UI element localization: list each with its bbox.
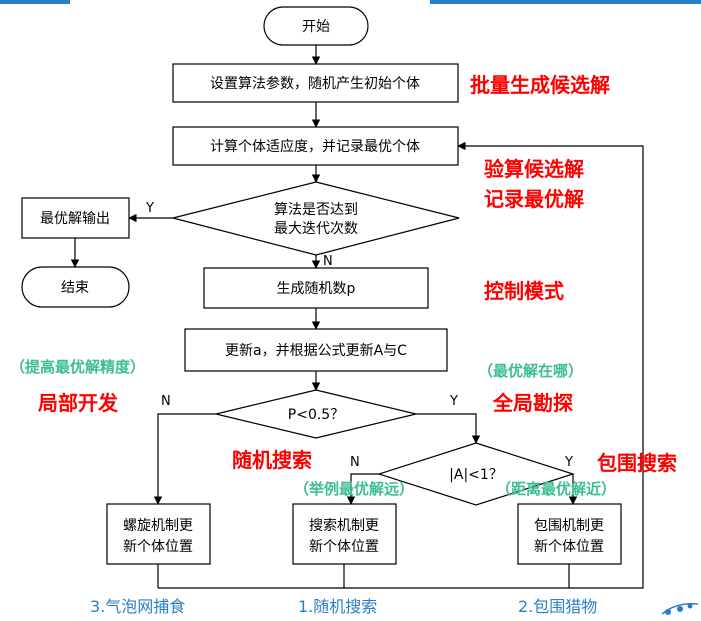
annotation-far-best: （举例最优解远） [294, 480, 414, 498]
encircle-node [517, 503, 622, 565]
max-iter-decision [172, 181, 460, 256]
annotation-encircle-search: 包围搜索 [597, 451, 677, 475]
p-check-label: P<0.5？ [288, 407, 344, 423]
label-p-yes: Y [449, 394, 458, 409]
edge-a-no-search [346, 473, 379, 505]
output-label: 最优解输出 [40, 211, 110, 227]
caption-encircle: 2.包围猎物 [518, 597, 597, 616]
a-check-label: |A|<1？ [449, 467, 503, 483]
annotation-verify: 验算候选解 [484, 157, 584, 181]
update-node [184, 328, 448, 372]
label-a-yes: Y [564, 455, 573, 470]
max-iter-label-2: 最大迭代次数 [274, 221, 358, 237]
annotation-control: 控制模式 [484, 279, 564, 303]
annotation-local: 局部开发 [37, 391, 119, 415]
a-check-decision [377, 442, 575, 506]
spiral-label-1: 螺旋机制更 [123, 518, 193, 534]
annotation-record: 记录最优解 [484, 187, 584, 211]
label-yes-output: Y [145, 201, 154, 216]
header-bar-left [0, 0, 70, 4]
annotation-global: 全局勘探 [492, 391, 573, 415]
annotation-batch: 批量生成候选解 [470, 73, 610, 97]
annotation-random-search: 随机搜索 [232, 448, 312, 472]
search-node [292, 503, 397, 565]
max-iter-label-1: 算法是否达到 [274, 202, 358, 218]
search-label-2: 新个体位置 [309, 539, 379, 555]
edge-loop-back [158, 141, 644, 589]
p-check-decision [215, 389, 417, 439]
annotation-near-best: （距离最优解近） [496, 480, 616, 498]
output-node [21, 197, 130, 239]
annotation-precision: （提高最优解精度） [10, 358, 145, 376]
edge-p-no-spiral [153, 413, 216, 505]
update-label: 更新a，并根据公式更新A与C [225, 343, 407, 359]
edge-p-yes-acheck [416, 413, 481, 444]
annotation-where-best: （最优解在哪） [478, 362, 583, 380]
spiral-node [106, 503, 211, 565]
header-bar-right [430, 0, 701, 4]
init-label: 设置算法参数，随机产生初始个体 [210, 75, 420, 92]
label-p-no: N [161, 394, 171, 409]
search-label-1: 搜索机制更 [309, 517, 379, 534]
random-label: 生成随机数p [277, 281, 356, 297]
corner-logo-icon [661, 602, 699, 615]
label-no-continue: N [323, 254, 333, 269]
encircle-label-2: 新个体位置 [534, 539, 604, 555]
spiral-label-2: 新个体位置 [123, 539, 193, 555]
start-label: 开始 [302, 19, 330, 35]
caption-random: 1.随机搜索 [298, 597, 377, 616]
caption-bubble: 3.气泡网捕食 [90, 597, 185, 616]
fitness-label: 计算个体适应度，并记录最优个体 [210, 138, 420, 155]
label-a-no: N [350, 455, 360, 470]
init-node [172, 63, 459, 103]
encircle-label-1: 包围机制更 [534, 518, 604, 534]
end-label: 结束 [61, 280, 89, 296]
